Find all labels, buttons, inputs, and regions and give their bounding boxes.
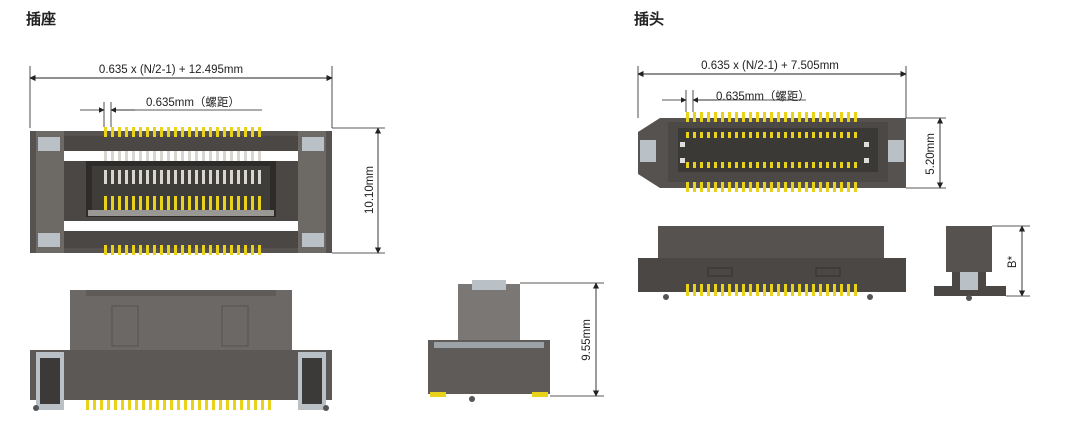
receptacle-top-view	[29, 66, 385, 255]
plug-pitch-dimension: 0.635mm（螺距）	[662, 90, 810, 112]
receptacle-side-height-label: 9.55mm	[581, 319, 593, 361]
receptacle-height-dimension: 10.10mm	[364, 127, 382, 254]
plug-top-view	[637, 66, 946, 192]
plug-height-label: 5.20mm	[925, 133, 937, 175]
receptacle-length-dimension: 0.635 x (N/2-1) + 12.495mm	[29, 64, 333, 82]
plug-front-view	[638, 226, 906, 300]
receptacle-length-label: 0.635 x (N/2-1) + 12.495mm	[99, 64, 243, 76]
plug-side-height-label: B*	[1007, 255, 1019, 268]
plug-height-dimension: 5.20mm	[925, 117, 944, 189]
receptacle-front-view	[30, 290, 332, 411]
receptacle-pitch-label: 0.635mm（螺距）	[146, 96, 240, 109]
receptacle-title: 插座	[26, 10, 57, 28]
receptacle-side-view: 9.55mm	[428, 280, 604, 402]
plug-length-dimension: 0.635 x (N/2-1) + 7.505mm	[637, 60, 907, 78]
plug-side-view: B*	[934, 225, 1030, 301]
plug-pitch-label: 0.635mm（螺距）	[716, 90, 810, 103]
receptacle-height-label: 10.10mm	[364, 166, 376, 214]
plug-length-label: 0.635 x (N/2-1) + 7.505mm	[701, 60, 839, 72]
receptacle-pitch-dimension: 0.635mm（螺距）	[80, 96, 262, 127]
plug-title: 插头	[634, 10, 665, 28]
